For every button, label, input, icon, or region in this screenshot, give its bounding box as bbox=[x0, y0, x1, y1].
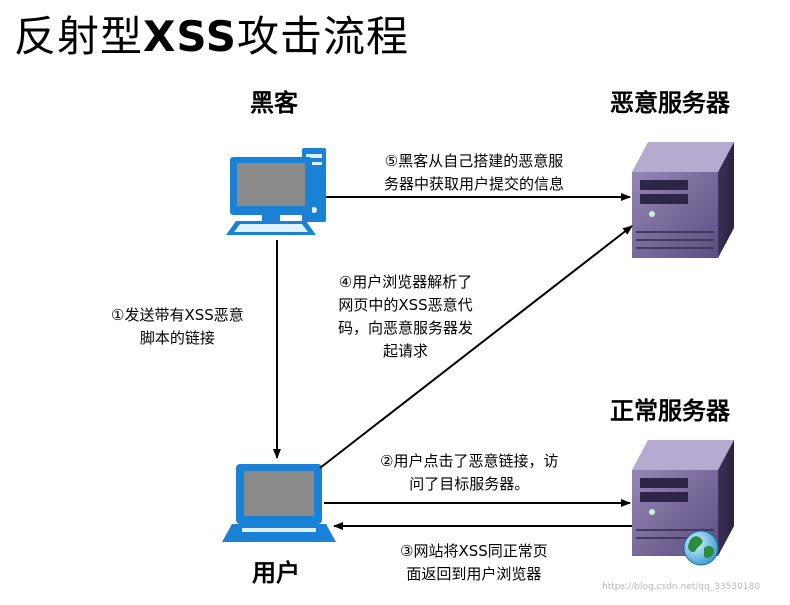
arrow-user-to-malicious-server bbox=[319, 225, 633, 469]
title-prefix: 反射型 bbox=[14, 12, 144, 61]
step-2-label: ②用户点击了恶意链接，访 问了目标服务器。 bbox=[380, 452, 559, 493]
globe-icon bbox=[683, 530, 719, 566]
server-top bbox=[632, 142, 734, 172]
title-suffix: 攻击流程 bbox=[237, 12, 410, 61]
malicious-server-label: 恶意服务器 bbox=[610, 89, 730, 117]
step-4-label: ④用户浏览器解析了 网页中的XSS恶意代 码，向恶意服务器发 起请求 bbox=[338, 273, 474, 360]
laptop-base bbox=[222, 524, 336, 542]
user-label: 用户 bbox=[252, 559, 300, 587]
laptop-icon bbox=[222, 464, 336, 542]
page-title: 反射型XSS攻击流程 bbox=[14, 6, 409, 68]
title-bold: XSS bbox=[143, 12, 238, 61]
monitor-screen bbox=[237, 163, 305, 206]
server-globe-icon bbox=[632, 440, 734, 566]
server-tower-icon bbox=[632, 142, 734, 258]
watermark: https://blog.csdn.net/qq_33530180 bbox=[601, 582, 760, 592]
hacker-label: 黑客 bbox=[250, 89, 298, 117]
step-1-label: ①发送带有XSS恶意 脚本的链接 bbox=[111, 306, 244, 347]
step-3-label: ③网站将XSS同正常页 面返回到用户浏览器 bbox=[400, 542, 548, 583]
laptop-screen bbox=[244, 471, 314, 516]
server-side bbox=[718, 142, 734, 258]
step-5-label: ⑤黑客从自己搭建的恶意服 务器中获取用户提交的信息 bbox=[384, 152, 565, 193]
desktop-computer-icon bbox=[226, 148, 326, 235]
normal-server-label: 正常服务器 bbox=[610, 397, 730, 425]
